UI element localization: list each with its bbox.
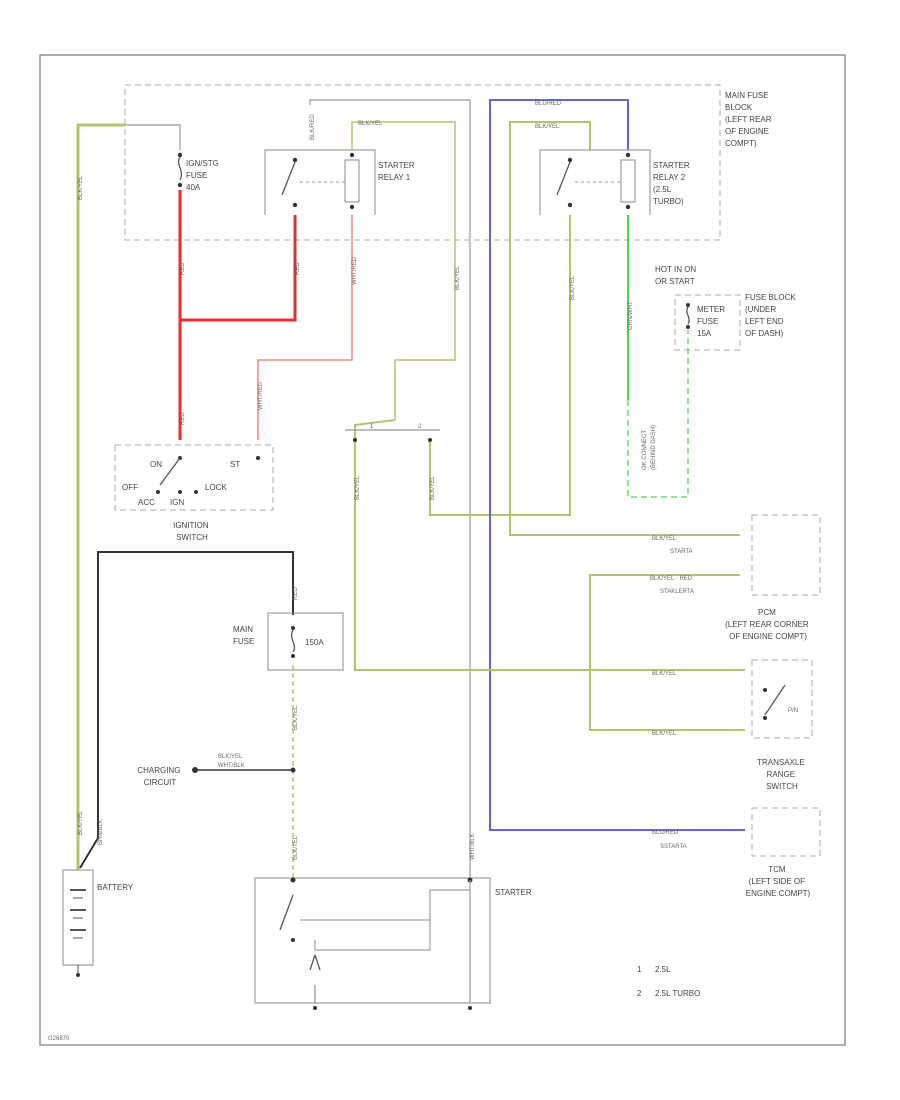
label-hot-in-run: HOT IN ON OR START bbox=[655, 265, 698, 286]
label-tcm: TCM (LEFT SIDE OF ENGINE COMPT) bbox=[746, 865, 811, 898]
label-trans-range: TRANSAXLE RANGE SWITCH bbox=[757, 758, 807, 791]
ign-pos-acc: ACC bbox=[138, 498, 155, 507]
main-fuse-block-region bbox=[124, 84, 721, 241]
starter-symbol bbox=[254, 877, 491, 1010]
wire-splice-left bbox=[354, 419, 745, 671]
wire-label-pcm-2: BLK/YEL · RED bbox=[650, 576, 693, 582]
label-main-fuse: MAIN FUSE bbox=[233, 625, 255, 646]
wire-label-trans-2: BLK/YEL bbox=[652, 731, 677, 737]
footer-code: G26870 bbox=[48, 1036, 70, 1042]
ign-pos-on: ON bbox=[150, 460, 162, 469]
wire-relay1-to-starter bbox=[309, 99, 471, 880]
label-ign-fuse: IGN/STG FUSE 40A bbox=[186, 159, 221, 192]
wire-label-blk-yel-s2: BLK/YEL bbox=[430, 475, 436, 500]
wire-label-blu-red-top: BLU/RED bbox=[535, 101, 562, 107]
label-meter-fuse: METER FUSE 15A bbox=[697, 305, 727, 338]
wire-label-blk-yel-relay2: BLK/YEL bbox=[535, 124, 560, 130]
label-starter-relay-1: STARTER RELAY 1 bbox=[378, 161, 417, 182]
label-pn: P/N bbox=[788, 708, 798, 714]
ign-pos-off: OFF bbox=[122, 483, 138, 492]
wire-black-battery bbox=[79, 551, 294, 869]
note-2-text: 2.5L TURBO bbox=[655, 989, 700, 998]
starter-relay-1-symbol bbox=[264, 149, 376, 215]
wire-blue-tcm bbox=[489, 99, 745, 831]
label-starter-relay-2: STARTER RELAY 2 (2.5L TURBO) bbox=[653, 161, 692, 206]
wire-pink-st bbox=[257, 215, 353, 440]
wire-relay2-coil-top bbox=[509, 121, 740, 536]
note-1-num: 1 bbox=[637, 965, 642, 974]
label-ignition-switch: IGNITION SWITCH bbox=[173, 521, 211, 542]
wire-label-battery: BLK/YEL bbox=[78, 175, 84, 200]
starter-relay-2-symbol bbox=[539, 149, 651, 215]
wire-label-starter-s: WHT/BLK bbox=[470, 833, 476, 860]
wire-battery-feed bbox=[76, 123, 125, 870]
wire-label-red-2: RED bbox=[180, 412, 186, 425]
wire-label-blk-yel-splice: BLK/YEL bbox=[455, 265, 461, 290]
charging-splice bbox=[290, 767, 296, 773]
label-fuse-block: FUSE BLOCK (UNDER LEFT END OF DASH) bbox=[745, 293, 798, 338]
label-ok-connect: OK CONNECT (BEHIND DASH) bbox=[642, 425, 657, 470]
note-1-text: 2.5L bbox=[655, 965, 671, 974]
tcm-pin: SSTARTA bbox=[660, 844, 687, 850]
wire-label-trans-1: BLK/YEL bbox=[652, 671, 677, 677]
pcm-pin-1: STARTA bbox=[670, 549, 693, 555]
wire-label-grn-wht: GRN/WHT bbox=[628, 301, 634, 330]
label-main-fuse-block: MAIN FUSE BLOCK (LEFT REAR OF ENGINE COM… bbox=[725, 91, 774, 148]
charging-node bbox=[192, 767, 198, 773]
diagram-frame bbox=[39, 54, 846, 1046]
ign-pos-lock: LOCK bbox=[205, 483, 227, 492]
label-charging-circuit: CHARGING CIRCUIT bbox=[137, 766, 182, 787]
wire-relay2-switch-out bbox=[429, 215, 571, 516]
label-charging-wire: BLK/YEL WHT/BLK bbox=[218, 754, 245, 769]
pcm-connector bbox=[751, 514, 821, 596]
wire-ign-fuse-top bbox=[125, 124, 181, 150]
main-fuse-symbol bbox=[267, 612, 344, 671]
wire-label-blk-yel-s1: BLK/YEL bbox=[355, 475, 361, 500]
trans-range-switch-symbol bbox=[751, 659, 813, 739]
label-main-fuse-rating: 150A bbox=[305, 638, 324, 647]
meter-fuse-symbol bbox=[674, 294, 741, 351]
wire-label-blk-yel-r2out: BLK/YEL bbox=[570, 275, 576, 300]
wire-label-tcm: BLU/RED bbox=[652, 830, 679, 836]
splice-connector bbox=[353, 438, 432, 442]
note-2-num: 2 bbox=[637, 989, 642, 998]
ign-fuse-symbol bbox=[177, 152, 183, 188]
wire-label-red-3: RED bbox=[295, 262, 301, 275]
ignition-switch-symbol bbox=[114, 444, 274, 511]
tcm-connector bbox=[751, 807, 821, 857]
wire-label-main-fuse-top: RED bbox=[293, 587, 299, 600]
battery-symbol bbox=[62, 869, 94, 977]
splice-pin-1: 1 bbox=[370, 424, 374, 430]
splice-pin-2: 2 bbox=[418, 424, 422, 430]
wire-pcm-trans-range bbox=[589, 574, 745, 731]
wire-label-blk-red-top: BLK/RED bbox=[310, 114, 316, 140]
wire-label-wht-red-2: WHT/RED bbox=[258, 381, 264, 410]
wire-label-red-1: RED bbox=[180, 262, 186, 275]
wire-label-battery-low: BLK/YEL bbox=[78, 810, 84, 835]
wire-green-dash bbox=[627, 330, 689, 498]
wire-label-main-fuse-bot: BLK/YEL bbox=[293, 705, 299, 730]
wire-label-pcm-1: BLK/YEL bbox=[652, 536, 677, 542]
wire-label-blk-yel-relay1: BLK/YEL bbox=[358, 121, 383, 127]
wire-label-wht-red-1: WHT/RED bbox=[352, 256, 358, 285]
wire-label-bat-neg: BRN/BLK bbox=[98, 819, 104, 845]
label-starter: STARTER bbox=[495, 888, 532, 897]
pcm-pin-2: STAKLERTA bbox=[660, 589, 694, 595]
wire-label-starter-feed: BLK/YEL bbox=[293, 835, 299, 860]
label-battery: BATTERY bbox=[97, 883, 134, 892]
wire-red-relay1 bbox=[180, 215, 297, 322]
wire-relay1-coil-top bbox=[351, 121, 456, 420]
ign-pos-ign: IGN bbox=[170, 498, 184, 507]
ign-pos-st: ST bbox=[230, 460, 240, 469]
label-pcm: PCM (LEFT REAR CORNER OF ENGINE COMPT) bbox=[725, 608, 811, 641]
